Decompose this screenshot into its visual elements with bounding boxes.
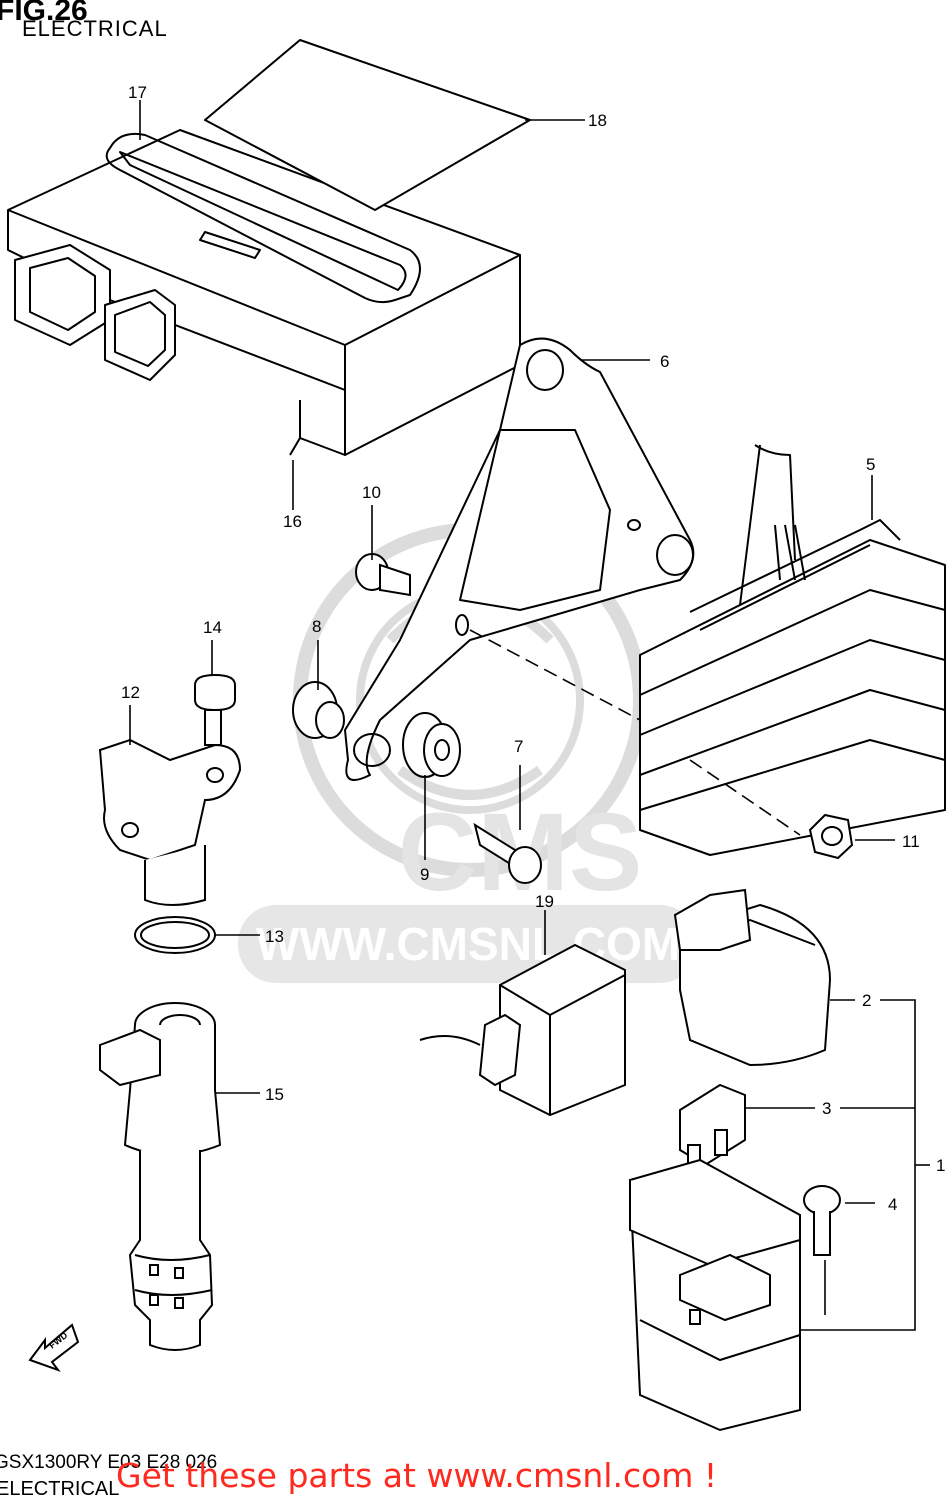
part-sensor — [98, 738, 242, 906]
callout-3: 3 — [822, 1099, 831, 1118]
part-regulator-rectifier — [639, 444, 946, 856]
callout-2: 2 — [862, 991, 871, 1010]
callout-14: 14 — [203, 618, 222, 637]
figure-label: FIG.26 — [0, 0, 88, 27]
callout-16: 16 — [283, 512, 302, 531]
callout-6: 6 — [660, 352, 669, 371]
part-nut-11 — [808, 813, 854, 860]
section-name: ELECTRICAL — [0, 1478, 120, 1500]
callout-4: 4 — [888, 1195, 897, 1214]
callout-19: 19 — [535, 892, 554, 911]
part-fuse-box — [628, 1158, 801, 1432]
part-fuse-box-cover — [673, 888, 832, 1067]
fwd-arrow-icon: FWD — [28, 1323, 80, 1373]
model-code: GSX1300RY E03 E28 026 — [0, 1452, 218, 1473]
callout-1: 1 — [936, 1156, 945, 1175]
callout-labels: 17 18 16 6 5 10 8 14 12 7 9 11 13 15 19 … — [121, 83, 945, 1214]
callout-12: 12 — [121, 683, 140, 702]
callout-18: 18 — [588, 111, 607, 130]
part-fuse — [679, 1083, 746, 1171]
part-bolt-7 — [473, 822, 542, 884]
callout-10: 10 — [362, 483, 381, 502]
watermark-url: WWW.CMSNL.COM — [256, 918, 680, 970]
part-ignition-coil — [99, 1002, 222, 1351]
callout-13: 13 — [265, 927, 284, 946]
callout-15: 15 — [265, 1085, 284, 1104]
cta-link[interactable]: Get these parts at www.cmsnl.com ! — [116, 1456, 718, 1495]
part-bolt-14 — [194, 673, 236, 746]
part-bracket — [344, 337, 695, 781]
callout-11: 11 — [902, 832, 920, 851]
leader-lines — [129, 100, 930, 1331]
figure-subtitle: ELECTRICAL — [22, 16, 168, 41]
part-grommet-9 — [402, 712, 461, 778]
part-relay — [419, 943, 626, 1117]
part-spacer-8 — [292, 681, 345, 739]
callout-17: 17 — [128, 83, 147, 102]
part-bolt-10 — [355, 553, 411, 597]
callout-8: 8 — [312, 617, 321, 636]
part-screw-4 — [803, 1185, 841, 1256]
callout-5: 5 — [866, 455, 875, 474]
part-ecm-unit — [7, 39, 531, 456]
part-o-ring-13 — [134, 916, 216, 954]
callout-9: 9 — [420, 865, 429, 884]
callout-7: 7 — [514, 737, 523, 756]
